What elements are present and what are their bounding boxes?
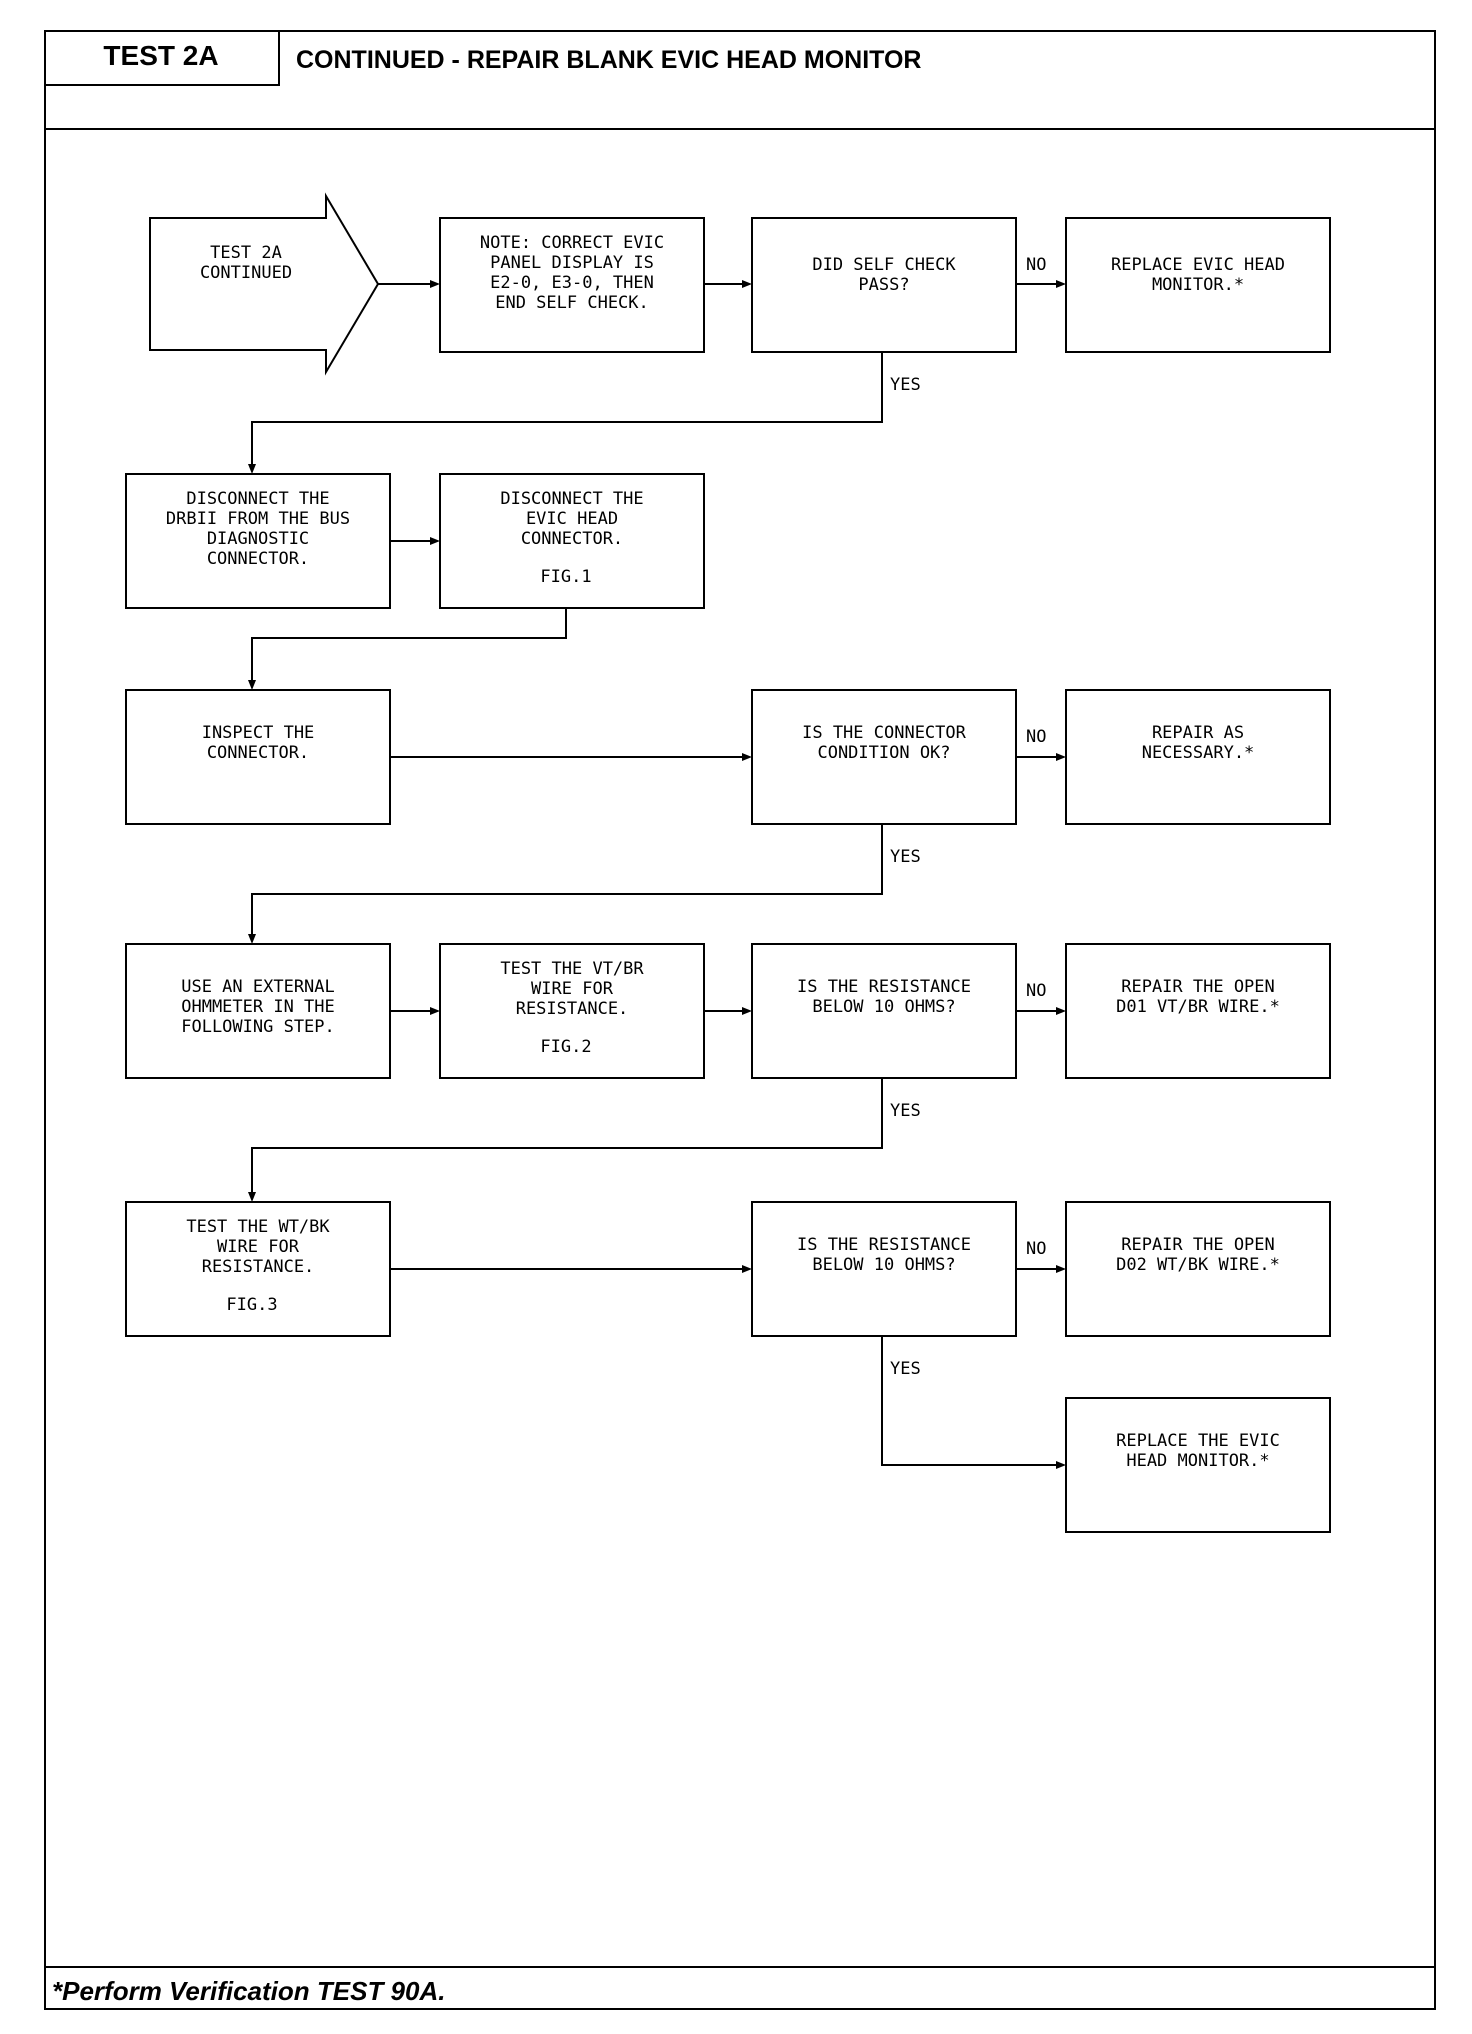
text-line: D02 WT/BK WIRE.*	[1116, 1255, 1280, 1275]
test-label: TEST 2A	[44, 30, 280, 86]
no-label-2: NO	[1026, 727, 1046, 747]
text-line: CONNECTOR.	[207, 549, 309, 569]
text-line: FOLLOWING STEP.	[181, 1017, 335, 1037]
test-wtbk-box	[125, 1201, 391, 1337]
text-line: TEST THE VT/BR	[500, 959, 644, 979]
text-line: DID SELF CHECK	[812, 255, 956, 275]
text-line: REPAIR AS	[1152, 723, 1244, 743]
yes-label-3: YES	[890, 1101, 921, 1121]
text-line: EVIC HEAD	[526, 509, 618, 529]
start-arrow	[149, 192, 380, 376]
disconnect-head-box	[439, 473, 705, 609]
fig1-label: FIG.1	[540, 567, 591, 587]
text-line: INSPECT THE	[202, 723, 315, 743]
text-line: REPAIR THE OPEN	[1121, 977, 1275, 997]
text-line: WIRE FOR	[531, 979, 614, 999]
replace-head-box	[1065, 217, 1331, 353]
page-frame	[44, 30, 1436, 2010]
yes-label-2: YES	[890, 847, 921, 867]
no-label-1: NO	[1026, 255, 1046, 275]
text-line: DISCONNECT THE	[500, 489, 643, 509]
yes-label-4: YES	[890, 1359, 921, 1379]
text-line: END SELF CHECK.	[495, 293, 649, 313]
fig3-label: FIG.3	[226, 1295, 277, 1315]
no-label-4: NO	[1026, 1239, 1046, 1259]
text-line: REPAIR THE OPEN	[1121, 1235, 1275, 1255]
text-line: IS THE RESISTANCE	[797, 977, 971, 997]
text-line: DISCONNECT THE	[186, 489, 329, 509]
text-line: CONNECTOR.	[521, 529, 623, 549]
text-line: RESISTANCE.	[202, 1257, 315, 1277]
no-label-3: NO	[1026, 981, 1046, 1001]
text-line: DRBII FROM THE BUS	[166, 509, 350, 529]
text-line: HEAD MONITOR.*	[1126, 1451, 1269, 1471]
text-line: WIRE FOR	[217, 1237, 300, 1257]
text-line: DIAGNOSTIC	[207, 529, 309, 549]
text-line: MONITOR.*	[1152, 275, 1244, 295]
disconnect-drb-box	[125, 473, 391, 609]
text-line: OHMMETER IN THE	[181, 997, 335, 1017]
text-line: E2-0, E3-0, THEN	[490, 273, 654, 293]
self-check-question-box	[751, 217, 1017, 353]
text-line: CONDITION OK?	[817, 743, 950, 763]
repair-necessary-box	[1065, 689, 1331, 825]
arrowheads	[248, 280, 1066, 1469]
text-line: IS THE RESISTANCE	[797, 1235, 971, 1255]
inspect-box	[125, 689, 391, 825]
text-line: CONTINUED	[200, 263, 292, 283]
repair-d01-box	[1065, 943, 1331, 1079]
text-line: PANEL DISPLAY IS	[490, 253, 654, 273]
yes-label-1: YES	[890, 375, 921, 395]
resistance-question-1-box	[751, 943, 1017, 1079]
page-title: CONTINUED - REPAIR BLANK EVIC HEAD MONIT…	[296, 46, 922, 74]
text-line: CONNECTOR.	[207, 743, 309, 763]
test-vtbr-box	[439, 943, 705, 1079]
footer-divider	[44, 1966, 1436, 1968]
text-line: PASS?	[858, 275, 909, 295]
text-line: BELOW 10 OHMS?	[812, 997, 955, 1017]
text-line: REPLACE EVIC HEAD	[1111, 255, 1285, 275]
note-box	[439, 217, 705, 353]
fig2-label: FIG.2	[540, 1037, 591, 1057]
repair-d02-box	[1065, 1201, 1331, 1337]
text-line: D01 VT/BR WIRE.*	[1116, 997, 1280, 1017]
text-line: TEST THE WT/BK	[186, 1217, 330, 1237]
text-line: BELOW 10 OHMS?	[812, 1255, 955, 1275]
text-line: RESISTANCE.	[516, 999, 629, 1019]
text-line: REPLACE THE EVIC	[1116, 1431, 1280, 1451]
text-line: IS THE CONNECTOR	[802, 723, 967, 743]
text-line: TEST 2A	[210, 243, 282, 263]
text-line: NOTE: CORRECT EVIC	[480, 233, 664, 253]
connector-lines	[251, 283, 1058, 1466]
text-line: NECESSARY.*	[1142, 743, 1255, 763]
header-divider	[44, 128, 1436, 130]
footer-note: *Perform Verification TEST 90A.	[52, 1976, 446, 2006]
text-line: USE AN EXTERNAL	[181, 977, 335, 997]
